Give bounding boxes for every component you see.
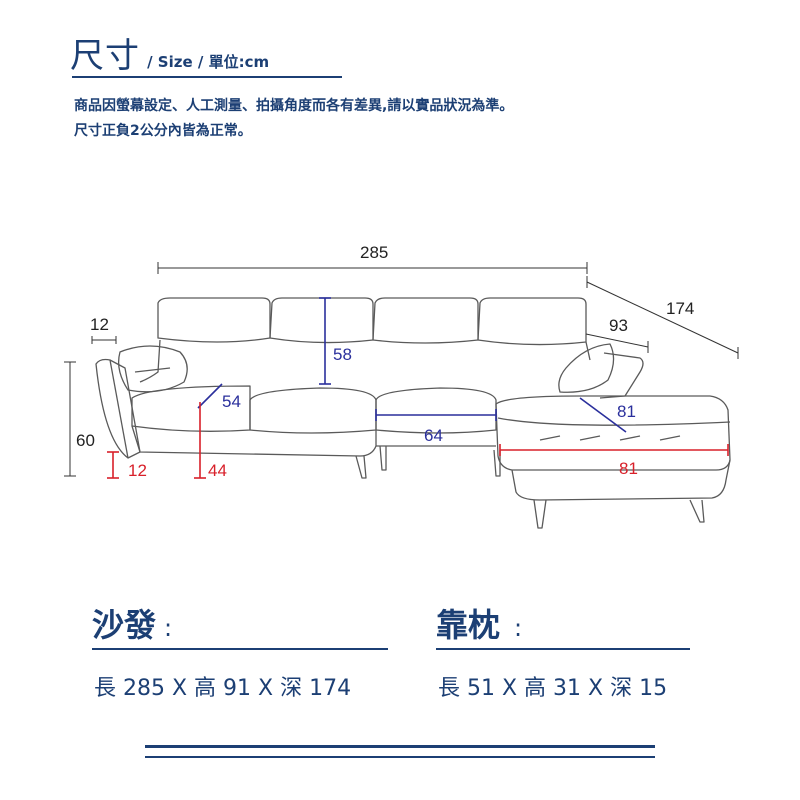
title-underline <box>72 76 342 78</box>
label-width-total: 285 <box>360 243 388 262</box>
label-ottoman-width: 81 <box>619 459 638 478</box>
sofa-spec-rule <box>92 648 388 650</box>
label-back-rest: 54 <box>222 392 241 411</box>
bottom-rule-top <box>145 745 655 748</box>
page-subtitle: / Size / 單位:cm <box>147 53 270 71</box>
overall-dimension-lines <box>64 262 739 477</box>
pillow-spec-dimensions: 長 51 X 高 31 X 深 15 <box>438 676 668 701</box>
label-seat-height: 44 <box>208 461 227 480</box>
red-measure-lines <box>107 402 729 479</box>
page-title: 尺寸 <box>70 36 140 76</box>
bottom-rule-bottom <box>145 756 655 758</box>
header: 尺寸 / Size / 單位:cm <box>70 28 269 77</box>
sofa-spec-title: 沙發: <box>92 606 173 644</box>
label-depth-total: 174 <box>666 299 694 318</box>
label-leg-height: 12 <box>128 461 147 480</box>
label-back-height: 58 <box>333 345 352 364</box>
sofa-sketch <box>95 297 731 529</box>
pillow-spec-rule <box>436 648 690 650</box>
pillow-spec-title: 靠枕: <box>436 606 523 644</box>
label-chaise-width: 93 <box>609 316 628 335</box>
label-total-height: 60 <box>76 431 95 450</box>
disclaimer-line-2: 尺寸正負2公分內皆為正常。 <box>74 123 252 139</box>
dimension-labels: 285 174 93 12 58 54 64 81 60 12 44 81 <box>76 243 694 480</box>
disclaimer-line-1: 商品因螢幕設定、人工測量、拍攝角度而各有差異,請以實品狀況為準。 <box>74 98 514 114</box>
blue-measure-lines <box>197 297 627 433</box>
sofa-spec-dimensions: 長 285 X 高 91 X 深 174 <box>94 676 352 701</box>
label-chaise-depth: 81 <box>617 402 636 421</box>
label-seat-depth: 64 <box>424 426 443 445</box>
label-arm-width: 12 <box>90 315 109 334</box>
